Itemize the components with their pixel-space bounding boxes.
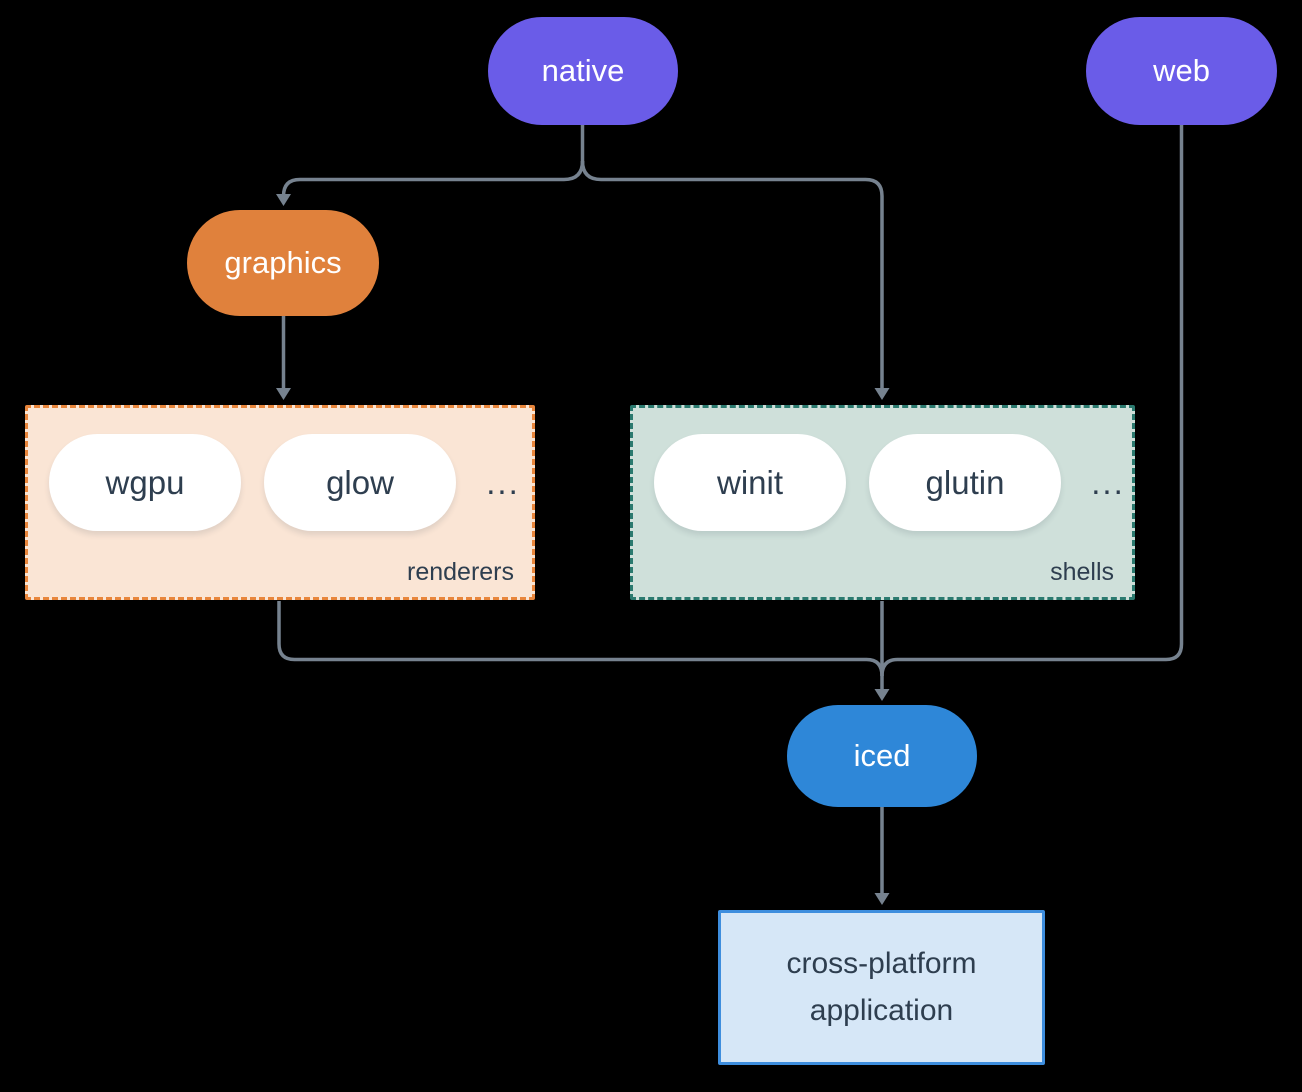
glutin-label: glutin: [925, 463, 1005, 501]
edge-renderers-to-iced: [277, 601, 884, 677]
shells-group: winit glutin ... shells: [630, 405, 1135, 600]
winit-label: winit: [716, 463, 784, 501]
shells-ellipsis: ...: [1091, 463, 1125, 501]
edge-native-to-shells: [580, 160, 884, 389]
native-label: native: [541, 53, 625, 88]
graphics-node: graphics: [187, 210, 379, 316]
arrowhead-into-iced: [874, 689, 890, 701]
graphics-label: graphics: [224, 245, 342, 280]
glutin-node: glutin: [869, 434, 1061, 531]
wgpu-label: wgpu: [105, 463, 185, 501]
app-label-line1: cross-platform: [786, 947, 977, 980]
arrowhead-into-shells: [874, 388, 890, 400]
iced-label: iced: [853, 738, 911, 773]
glow-label: glow: [326, 463, 394, 501]
cross-platform-application-node: cross-platform application: [718, 910, 1045, 1065]
winit-node: winit: [654, 434, 846, 531]
renderers-ellipsis: ...: [486, 463, 520, 501]
edge-web-to-iced: [880, 125, 1184, 677]
renderers-group: wgpu glow ... renderers: [25, 405, 535, 600]
iced-node: iced: [787, 705, 977, 807]
arrowhead-into-graphics: [276, 194, 291, 206]
edge-native-to-graphics: [281, 160, 585, 197]
arrowhead-into-renderers: [276, 388, 291, 400]
web-node: web: [1086, 17, 1277, 125]
web-label: web: [1153, 53, 1210, 88]
arrowhead-into-app: [874, 893, 890, 905]
renderers-group-label: renderers: [407, 558, 514, 586]
glow-node: glow: [264, 434, 456, 531]
shells-group-label: shells: [1050, 558, 1114, 586]
wgpu-node: wgpu: [49, 434, 241, 531]
native-node: native: [488, 17, 678, 125]
app-label-line2: application: [809, 993, 954, 1027]
